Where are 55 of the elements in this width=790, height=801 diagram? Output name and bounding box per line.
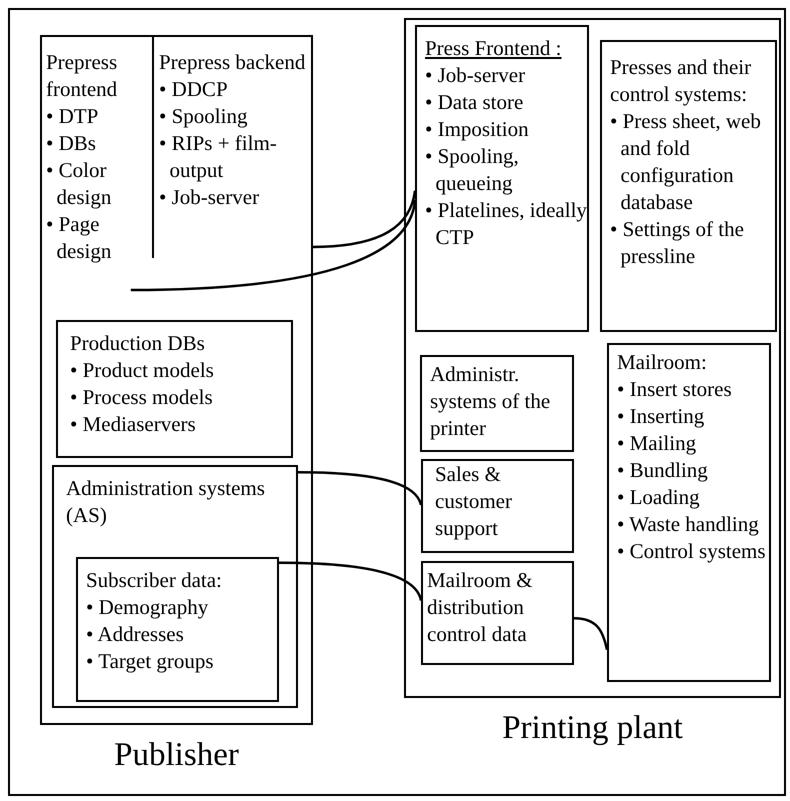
group-label: Printing plant	[501, 712, 684, 745]
group-label: Publisher	[113, 739, 240, 772]
list-item: • Color design	[46, 157, 112, 211]
system-box	[421, 561, 574, 665]
list-item: • Page design	[46, 211, 112, 265]
box-heading: Subscriber data:	[86, 567, 223, 594]
list-item: • Control systems	[617, 538, 767, 565]
box-heading: Prepress frontend	[46, 49, 118, 103]
box-heading: Administration systems (AS)	[66, 475, 266, 529]
list-item: • Demography	[86, 594, 210, 621]
connector-line	[130, 200, 416, 292]
list-item: • Settings of the pressline	[610, 216, 745, 270]
box-heading: Mailroom:	[617, 349, 708, 376]
system-box	[56, 320, 293, 458]
box-heading: Mailroom & distribution control data	[427, 567, 534, 648]
box-heading: Press Frontend :	[425, 35, 562, 62]
connector-line	[574, 616, 608, 650]
list-item: • Spooling	[159, 103, 248, 130]
list-item: • Addresses	[86, 621, 185, 648]
connector-line	[312, 190, 416, 248]
list-item: • DBs	[46, 130, 97, 157]
box-heading: Prepress backend	[159, 49, 306, 76]
list-item: • DDCP	[159, 76, 229, 103]
system-box	[421, 459, 574, 553]
list-item: • Inserting	[617, 403, 706, 430]
system-box	[415, 25, 589, 332]
list-item: • Imposition	[425, 116, 530, 143]
list-item: • Press sheet, web and fold configuration database	[610, 108, 762, 216]
connector-line	[278, 562, 422, 601]
system-box	[600, 40, 777, 332]
connector-line	[298, 471, 422, 506]
list-item: • Mediaservers	[70, 411, 197, 438]
list-item: • Job-server	[425, 62, 526, 89]
list-item: • Data store	[425, 89, 524, 116]
list-item: • Process models	[70, 384, 214, 411]
box-heading: Administr. systems of the printer	[430, 361, 552, 442]
system-box	[76, 557, 279, 702]
list-item: • Mailing	[617, 430, 698, 457]
list-item: • Product models	[70, 357, 215, 384]
box-heading: Presses and their control systems:	[610, 54, 752, 108]
list-item: • Target groups	[86, 648, 215, 675]
list-item: • Job-server	[159, 184, 260, 211]
list-item: • Bundling	[617, 457, 709, 484]
list-item: • Waste handling	[617, 511, 760, 538]
system-box	[607, 343, 771, 682]
list-item: • Insert stores	[617, 376, 733, 403]
list-item: • Platelines, ideally CTP	[425, 197, 587, 251]
list-item: • RIPs + film-output	[159, 130, 278, 184]
box-heading: Sales & customer support	[435, 461, 513, 542]
list-item: • Loading	[617, 484, 701, 511]
system-box	[420, 355, 574, 452]
list-item: • Spooling, queueing	[425, 143, 520, 197]
system-box	[52, 465, 298, 708]
list-item: • DTP	[46, 103, 100, 130]
box-heading: Production DBs	[70, 330, 206, 357]
